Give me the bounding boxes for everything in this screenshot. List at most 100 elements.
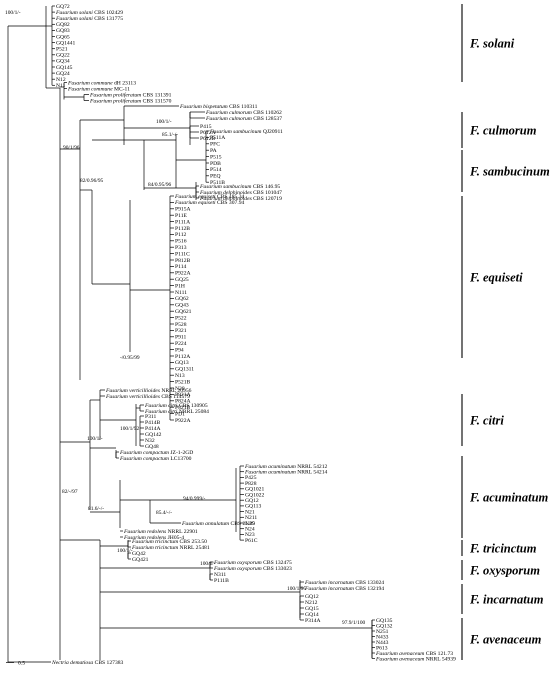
taxon-label: N212 — [305, 600, 318, 606]
clade-label-equiseti: F. equiseti — [469, 271, 523, 285]
taxon-strain-code: CBS 146.95 — [251, 184, 280, 190]
clade-label-solani: F. solani — [469, 37, 515, 51]
taxon-label: GQ82 — [56, 22, 70, 28]
taxon-label: GQ1311 — [175, 367, 194, 373]
clade-label-tricinctum: F. tricinctum — [469, 542, 537, 556]
taxon-label: N211 — [245, 515, 257, 521]
taxon-label: Fusarium acuminatum NRRL 54214 — [244, 470, 328, 476]
taxon-label: Fusarium incarnatum CBS 132194 — [304, 586, 384, 592]
taxon-label: P11E — [175, 213, 187, 219]
taxon-label: P111C — [175, 251, 190, 257]
taxon-label: GQ13 — [175, 360, 189, 366]
taxon-strain-code: dH 23113 — [113, 80, 137, 86]
support-value: 85.1/-/- — [162, 132, 178, 138]
taxon-label: Fusarium redolens JH05-4 — [123, 535, 184, 541]
taxon-label: PDB — [210, 161, 221, 167]
taxon-label: N443 — [376, 640, 389, 646]
taxon-label: Fusarium compactum LC13700 — [119, 456, 192, 462]
taxon-label: P311 — [145, 414, 156, 420]
support-value: 81.6/-/- — [88, 506, 104, 512]
taxon-label: P114 — [175, 264, 186, 270]
support-value: 82/-/97 — [62, 489, 78, 495]
taxon-label: Fusarium delphinoides CBS 101047 — [199, 190, 282, 196]
taxon-label: P515 — [210, 154, 222, 160]
support-value: 100/1/- — [117, 548, 133, 554]
taxon-label: P111A — [175, 219, 190, 225]
taxon-species-name: Fusarium redolens — [123, 535, 166, 541]
taxon-label: N251 — [376, 629, 389, 635]
taxon-label: P511A — [210, 135, 225, 141]
taxon-label: Fusarium verticillioides CBS 114579 — [105, 394, 190, 400]
taxon-label: P111B — [214, 578, 229, 584]
taxon-label: GQ72 — [56, 4, 70, 10]
taxon-label: N111 — [175, 290, 187, 296]
taxon-label: GQ1021 — [245, 487, 264, 493]
taxon-species-name: Fusarium proliferatum — [89, 91, 141, 98]
taxon-species-name: Fusarium verticillioides — [105, 388, 160, 394]
taxon-label: P112A — [175, 354, 190, 360]
support-value: -/0.95/99 — [120, 355, 140, 361]
taxon-label: N24 — [245, 527, 255, 533]
taxon-strain-code: CBS 131570 — [141, 98, 171, 104]
taxon-label: P61C — [245, 538, 258, 544]
tip-labels: Nectria dematiosa CBS 127383 GQ72Fusarium… — [51, 4, 456, 666]
taxon-label: N311 — [214, 572, 226, 578]
support-value: 90/1/96 — [63, 145, 80, 151]
taxon-species-name: Nectria dematiosa — [51, 660, 93, 666]
taxon-species-name: Fusarium sambucinum — [199, 184, 251, 190]
taxon-species-name: Fusarium incarnatum — [304, 586, 354, 592]
taxon-label: P911 — [175, 335, 186, 341]
taxon-label: Fusarium delphinoides CBS 120719 — [199, 196, 282, 202]
taxon-label: Fusarium redolens NRRL 22901 — [123, 529, 198, 535]
taxon-species-name: Fusarium redolens — [123, 529, 166, 535]
support-value: 94/0.999/- — [183, 496, 206, 502]
taxon-label: Fusarium incarnatum CBS 133024 — [304, 580, 384, 586]
taxon-label: Fusarium solani CBS 131775 — [55, 16, 123, 22]
taxon-species-name: Fusarium citri — [144, 403, 178, 409]
taxon-label: GQ43 — [175, 303, 189, 309]
taxon-label: GQ42 — [132, 551, 146, 557]
taxon-species-name: Fusarium proliferatum — [89, 97, 141, 104]
taxon-strain-code: JH05-4 — [166, 535, 184, 541]
taxon-strain-code: CBS 128537 — [252, 116, 282, 122]
taxon-label: Fusarium proliferatum CBS 131391 — [89, 91, 172, 98]
taxon-strain-code: QJ20911 — [261, 129, 283, 135]
taxon-species-name: Fusarium oxysporum — [213, 560, 262, 566]
taxon-strain-code: CBS 127383 — [93, 660, 123, 666]
taxon-label: GQ135 — [376, 618, 393, 624]
support-value: 82/0.96/95 — [80, 178, 104, 184]
taxon-strain-code: NRRL 22901 — [166, 529, 198, 535]
taxon-species-name: Fusarium solani — [55, 16, 93, 22]
taxon-label: N21 — [245, 509, 255, 515]
taxon-label: Fusarium sambucinum QJ20911 — [209, 129, 283, 135]
taxon-label: P511B — [210, 180, 225, 186]
taxon-strain-code: CBS 110262 — [252, 110, 282, 116]
taxon-label: P516 — [175, 239, 187, 245]
scale-bar-label: 0.5 — [18, 661, 25, 667]
taxon-label: P415 — [200, 124, 212, 130]
taxon-strain-code: CBS 131775 — [93, 16, 123, 22]
taxon-species-name: Fusarium equiseti — [174, 200, 216, 206]
support-value: 100/1/- — [200, 561, 216, 567]
taxon-strain-code: CBS 120719 — [252, 196, 282, 202]
taxon-species-name: Fusarium annulatum — [181, 521, 229, 527]
taxon-label: P94 — [175, 347, 184, 353]
taxon-strain-code: CBS 132475 — [262, 560, 292, 566]
taxon-label: P522 — [175, 315, 187, 321]
taxon-label: P414A — [145, 426, 161, 432]
taxon-label: P313 — [175, 245, 187, 251]
support-value: 84/0.95/96 — [148, 182, 172, 188]
taxon-label: Fusarium compactum JZ-1-2GD — [119, 450, 193, 456]
taxon-label: P425 — [245, 475, 257, 481]
taxon-label: GQ83 — [56, 28, 70, 34]
taxon-label: P1H — [175, 283, 185, 289]
taxon-species-name: Fusarium incarnatum — [304, 580, 354, 586]
taxon-strain-code: CBS 133024 — [354, 580, 384, 586]
taxon-label: P922A — [175, 271, 191, 277]
taxon-label: N433 — [376, 634, 389, 640]
taxon-label: GQ132 — [376, 623, 393, 629]
taxon-label: P915A — [175, 207, 191, 213]
taxon-label: Fusarium culmorum CBS 110262 — [205, 110, 282, 116]
taxon-species-name: Fusarium acuminatum — [244, 470, 296, 476]
